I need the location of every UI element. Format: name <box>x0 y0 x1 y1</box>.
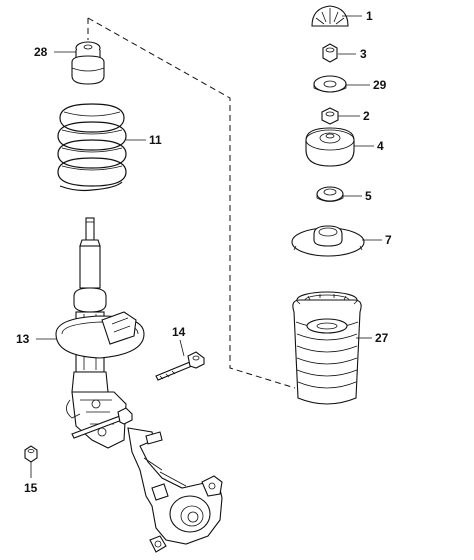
callout-14: 14 <box>172 325 186 339</box>
part-spring-seat <box>291 225 365 257</box>
callout-5: 5 <box>365 189 372 203</box>
part-nut-lower <box>321 107 339 125</box>
part-nut-upper <box>322 43 338 63</box>
callout-4: 4 <box>377 139 384 153</box>
callout-3: 3 <box>360 47 367 61</box>
callout-13: 13 <box>16 332 30 346</box>
part-bearing <box>316 186 344 202</box>
part-bolt <box>155 351 205 381</box>
callout-27: 27 <box>375 331 389 345</box>
leader-lines <box>30 15 382 478</box>
alignment-dash-line <box>87 17 296 389</box>
callout-15: 15 <box>24 481 38 495</box>
part-washer <box>313 75 347 93</box>
part-strut-mount <box>305 127 355 167</box>
callout-28: 28 <box>34 45 48 59</box>
part-coil-spring <box>57 103 127 192</box>
part-lower-spring-seat <box>55 311 145 359</box>
callout-1: 1 <box>366 9 373 23</box>
part-dust-cap <box>311 5 349 27</box>
part-dust-boot <box>292 291 362 405</box>
callout-7: 7 <box>385 233 392 247</box>
part-bump-stop <box>71 41 105 85</box>
callout-2: 2 <box>363 109 370 123</box>
part-steering-knuckle <box>127 427 223 553</box>
part-nut-15 <box>24 445 38 463</box>
callout-29: 29 <box>373 78 387 92</box>
part-lower-bolt <box>71 407 133 439</box>
callout-11: 11 <box>149 133 162 147</box>
